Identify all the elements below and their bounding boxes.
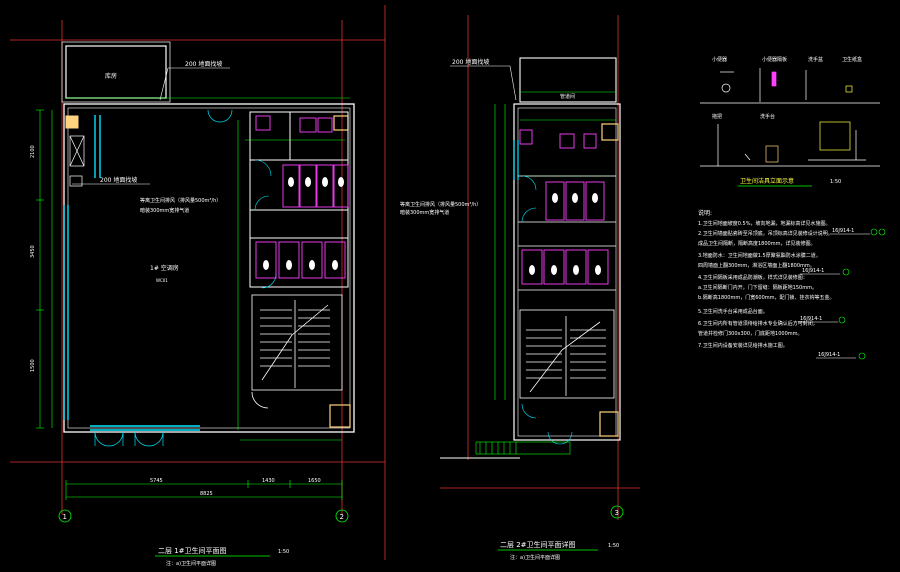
dim-part-left-2: 1430 xyxy=(262,478,275,484)
stall-doors-left xyxy=(254,159,277,289)
legend-title: 卫生间洁具立面示意 xyxy=(740,177,794,185)
stairs-left xyxy=(251,294,343,409)
room-main-label: 1# 空调房 xyxy=(150,264,179,272)
legend-symbols-lower xyxy=(700,121,880,167)
notes-line-8: 5.卫生间洗手台采用成品台面。 xyxy=(698,308,768,315)
legend-item-lower-1: 洗手台 xyxy=(760,113,775,120)
ref-tag-2-text: 16J914-1 xyxy=(800,316,822,322)
stairs-mid xyxy=(519,309,615,399)
columns-left xyxy=(65,115,351,428)
plan-mid-subtitle: 注：a)卫生间平面详图 xyxy=(510,554,560,561)
bathroom-walls-mid xyxy=(518,175,616,291)
notes-line-5: 4.卫生间隔板采用成品防潮板，样式详见装修图： xyxy=(698,274,808,281)
legend-item-1: 小便器隔板 xyxy=(762,56,787,63)
plan-mid-title: 二层 2#卫生间平面详图 xyxy=(500,540,576,549)
store-room-label: 库房 xyxy=(105,72,117,80)
notes-line-4: 四周墙面上翻300mm，淋浴区墙面上翻1800mm。 xyxy=(698,262,815,269)
notes-line-11: 7.卫生间内设备安装详见给排水施工图。 xyxy=(698,342,788,349)
callout-mid-left: 200 地面找坡 xyxy=(100,176,137,184)
fixture-legend: 小便器 小便器隔板 洗手盆 卫生纸盒 拖把 洗手台 卫生间洁具立面示意 1:50 xyxy=(700,56,880,187)
entrance-platform-mid xyxy=(475,441,571,455)
store-room xyxy=(61,41,171,103)
callout-top-left: 200 地面找坡 xyxy=(185,60,222,68)
toilet-stalls-mid-upper xyxy=(519,129,605,221)
duct-room-mid xyxy=(519,57,617,103)
side-dim-left-1: 2100 xyxy=(30,145,36,158)
toilet-fixtures-left xyxy=(263,177,344,270)
grid-bubble-left-1: 1 xyxy=(58,509,72,523)
toilet-stalls-left-upper xyxy=(255,115,349,208)
legend-symbols-top xyxy=(700,68,880,104)
notes-title: 说明: xyxy=(698,209,712,217)
legend-item-3: 卫生纸盒 xyxy=(842,56,862,63)
notes-line-9: 6.卫生间内所有管道须待给排水专业确认后方可封闭， xyxy=(698,320,818,327)
shaft-left xyxy=(69,135,85,187)
grid-axis-label-3: 3 xyxy=(615,509,619,517)
notes-line-1: 2.卫生间墙面贴瓷砖至吊顶底，吊顶标高详见装修设计说明。 xyxy=(698,230,833,237)
side-dim-left-3: 1500 xyxy=(30,359,36,372)
windows-mid xyxy=(513,140,519,180)
plan-mid: 管道间 200 地面找坡 xyxy=(400,15,640,561)
notes-line-2: 成品卫生间隔断，隔断高度1800mm，详见装修图。 xyxy=(698,240,815,247)
toilet-stalls-left-lower xyxy=(255,241,346,279)
plan-left: 库房 200 地面找坡 xyxy=(10,5,386,567)
note-b-left: 暗装300mm宽排气道 xyxy=(140,207,189,214)
room-main-tag: WC01 xyxy=(156,278,168,283)
grid-bubble-mid: 3 xyxy=(610,505,624,519)
ref-tag-3-text: 16J914-1 xyxy=(818,352,840,358)
note-a-mid: 等离卫生间排风（排风量500m³/h） xyxy=(400,201,481,208)
grid-bubble-left-2: 2 xyxy=(335,509,349,523)
callout-top-mid: 200 地面找坡 xyxy=(452,58,489,66)
doors-bottom-left xyxy=(94,431,164,447)
grid-axis-label-1: 1 xyxy=(63,513,67,521)
plan-left-scale: 1:50 xyxy=(278,549,289,555)
legend-item-2: 洗手盆 xyxy=(808,56,823,63)
callout-top-mid-leader xyxy=(450,65,517,101)
ref-tag-0-text: 16J914-1 xyxy=(832,228,854,234)
plan-left-title: 二层 1#卫生间平面图 xyxy=(158,546,227,555)
ref-tag-3: 16J914-1 xyxy=(816,352,866,360)
toilet-fixtures-mid xyxy=(529,193,601,275)
ref-tag-0: 16J914-1 xyxy=(830,228,886,236)
toilet-stalls-mid-lower xyxy=(521,249,609,285)
note-b-mid: 暗装300mm宽排气道 xyxy=(400,209,449,216)
notes-line-6: a.卫生间隔断门内开，门下留缝：隔板距地150mm。 xyxy=(698,284,817,291)
ref-tag-1: 16J914-1 xyxy=(800,268,850,276)
notes-line-10: 管道井检修门300x300，门底距地1000mm。 xyxy=(698,330,803,337)
duct-room-label: 管道间 xyxy=(560,93,575,100)
note-a-left: 等离卫生间排风（排风量500m³/h） xyxy=(140,197,221,204)
legend-item-lower-0: 拖把 xyxy=(712,113,722,120)
outer-walls-mid xyxy=(513,103,621,441)
notes-line-0: 1.卫生间地面坡度0.5%，坡向地漏，地漏标高详见水施图。 xyxy=(698,220,830,227)
notes-block: 说明: 1.卫生间地面坡度0.5%，坡向地漏，地漏标高详见水施图。 2.卫生间墙… xyxy=(698,209,886,360)
notes-line-7: b.隔断高1800mm，门宽600mm，配门锁、挂衣钩等五金。 xyxy=(698,294,835,301)
dim-part-left-3: 1650 xyxy=(308,478,321,484)
notes-line-3: 3.地面防水：卫生间地面做1.5厚聚氨酯防水涂膜二道， xyxy=(698,252,821,259)
plan-left-subtitle: 注：a)卫生间平面详图 xyxy=(166,560,216,567)
door-top-left xyxy=(207,109,233,123)
columns-mid xyxy=(599,123,619,437)
ref-tag-2: 16J914-1 xyxy=(798,316,846,324)
plan-mid-scale: 1:50 xyxy=(608,543,619,549)
grid-lines-mid xyxy=(440,15,640,520)
callout-top-leader xyxy=(159,67,230,101)
windows-left xyxy=(63,115,200,431)
dim-part-left-1: 5745 xyxy=(150,478,163,484)
legend-item-0: 小便器 xyxy=(712,56,727,63)
legend-scale: 1:50 xyxy=(830,179,841,185)
side-dim-left-2: 3450 xyxy=(30,245,36,258)
ref-tag-1-text: 16J914-1 xyxy=(802,268,824,274)
dimension-lines-left xyxy=(36,97,350,500)
grid-axis-label-2: 2 xyxy=(340,513,344,521)
dim-total-left: 8825 xyxy=(200,491,213,497)
stall-doors-mid xyxy=(521,175,573,445)
